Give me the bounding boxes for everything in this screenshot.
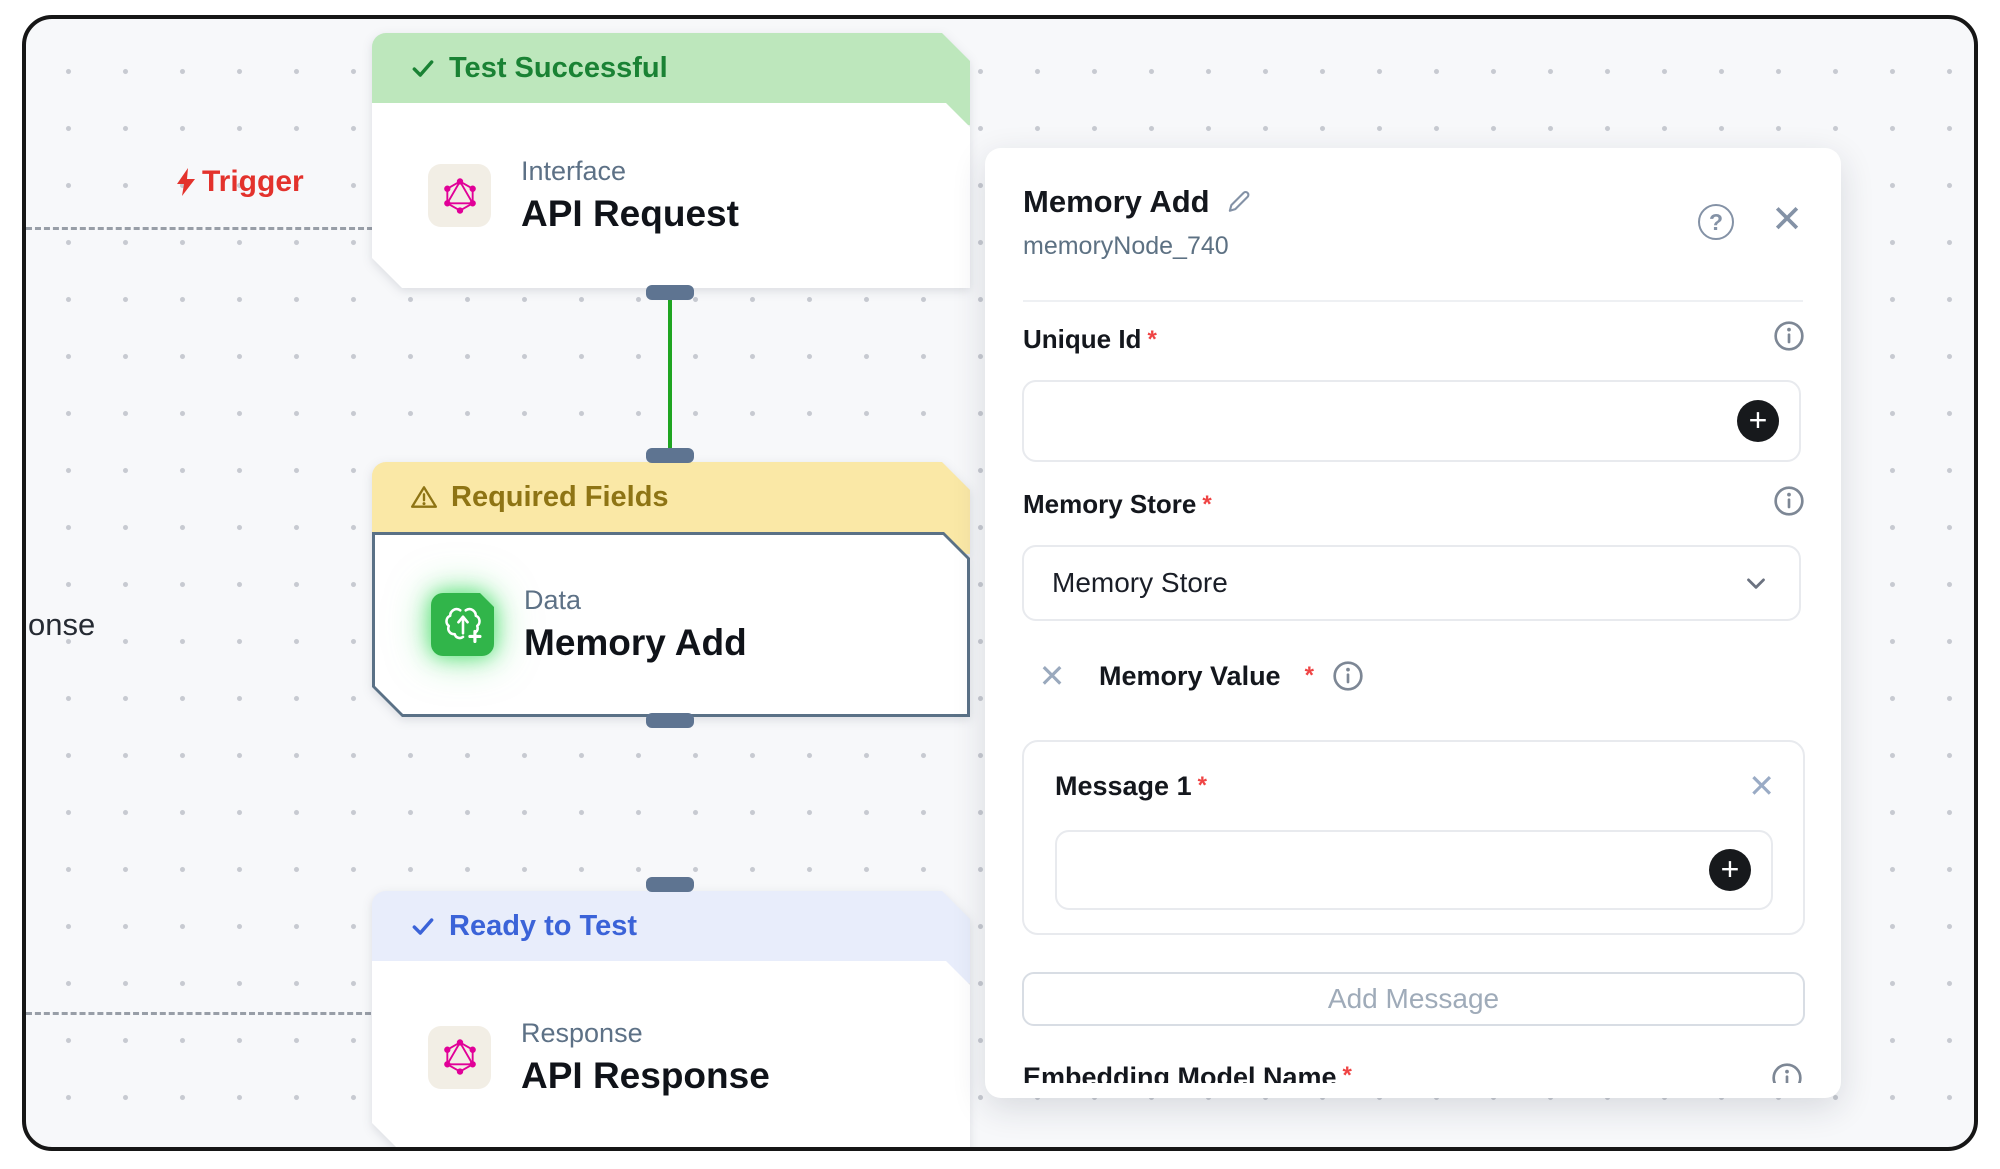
node-memory-add[interactable]: Required Fields xyxy=(372,462,970,717)
node-config-panel: Memory Add memoryNode_740 ? ✕ Unique Id … xyxy=(985,148,1841,1098)
panel-node-id: memoryNode_740 xyxy=(1023,232,1229,260)
node-category: Data xyxy=(524,585,582,615)
chevron-down-icon xyxy=(1747,578,1765,589)
message-input-wrap: + xyxy=(1055,830,1773,910)
input-port-memory-add[interactable] xyxy=(646,448,694,463)
node-api-response[interactable]: Ready to Test xyxy=(372,891,970,1151)
info-icon[interactable] xyxy=(1332,660,1364,692)
trigger-text: Trigger xyxy=(202,165,304,198)
required-marker: * xyxy=(1202,490,1212,518)
connection-edge xyxy=(668,299,672,449)
required-marker: * xyxy=(1197,772,1207,799)
required-marker: * xyxy=(1304,662,1314,689)
dashed-edge-bottom xyxy=(26,1012,371,1015)
required-marker: * xyxy=(1342,1062,1352,1083)
info-icon[interactable] xyxy=(1773,320,1805,352)
node-api-request[interactable]: Test Successful xyxy=(372,33,970,288)
message-input[interactable] xyxy=(1057,832,1771,908)
node-status-text: Required Fields xyxy=(451,480,669,513)
unique-id-input-wrap: + xyxy=(1022,380,1801,462)
help-button[interactable]: ? xyxy=(1698,204,1734,240)
canvas[interactable]: Trigger onse Test Successful xyxy=(22,15,1978,1151)
info-icon[interactable] xyxy=(1771,1062,1803,1083)
mouse-cursor xyxy=(26,1131,46,1147)
node-card-selected[interactable]: Data Memory Add xyxy=(372,532,970,717)
lightning-bolt-icon xyxy=(177,168,195,196)
dashed-edge-top xyxy=(26,227,373,230)
memory-store-label: Memory Store xyxy=(1023,489,1197,519)
unique-id-label: Unique Id xyxy=(1023,324,1142,354)
node-title: API Response xyxy=(521,1054,770,1096)
add-variable-button[interactable]: + xyxy=(1709,849,1751,891)
node-category: Response xyxy=(521,1017,643,1048)
node-category: Interface xyxy=(521,156,627,186)
input-port-api-response[interactable] xyxy=(646,877,694,892)
warning-icon xyxy=(410,484,438,510)
check-icon xyxy=(410,913,436,939)
divider xyxy=(1023,300,1803,302)
embedding-model-label: Embedding Model Name xyxy=(1023,1062,1337,1083)
check-icon xyxy=(410,55,436,81)
trigger-label: Trigger xyxy=(174,165,304,199)
edit-pencil-icon[interactable] xyxy=(1224,188,1252,216)
graphql-icon xyxy=(428,1026,491,1089)
close-panel-button[interactable]: ✕ xyxy=(1771,199,1803,241)
remove-message-button[interactable]: ✕ xyxy=(1748,768,1775,804)
message-label: Message 1 xyxy=(1055,770,1192,801)
node-status-text: Test Successful xyxy=(449,51,668,84)
output-port-api-request[interactable] xyxy=(646,285,694,300)
output-port-memory-add[interactable] xyxy=(646,713,694,728)
message-card: Message 1 * ✕ + xyxy=(1022,740,1805,935)
clipped-node-title: onse xyxy=(28,607,96,642)
embedding-model-row: Embedding Model Name * xyxy=(1023,1062,1803,1083)
node-card[interactable]: Response API Response xyxy=(372,961,970,1151)
node-card[interactable]: Interface API Request xyxy=(372,103,970,288)
memory-store-selected-value: Memory Store xyxy=(1052,567,1228,598)
memory-store-select[interactable]: Memory Store xyxy=(1022,545,1801,621)
brain-add-icon xyxy=(431,593,494,656)
node-status-text: Ready to Test xyxy=(449,909,638,942)
node-title: API Request xyxy=(521,193,739,234)
add-variable-button[interactable]: + xyxy=(1737,400,1779,442)
panel-title: Memory Add xyxy=(1023,184,1210,219)
unique-id-input[interactable] xyxy=(1024,382,1799,460)
node-title: Memory Add xyxy=(524,622,747,663)
memory-value-label: Memory Value xyxy=(1099,660,1281,691)
graphql-icon xyxy=(428,164,491,227)
required-marker: * xyxy=(1147,325,1157,353)
add-message-button[interactable]: Add Message xyxy=(1022,972,1805,1026)
info-icon[interactable] xyxy=(1773,485,1805,517)
remove-memory-value-button[interactable]: ✕ xyxy=(1038,658,1066,694)
